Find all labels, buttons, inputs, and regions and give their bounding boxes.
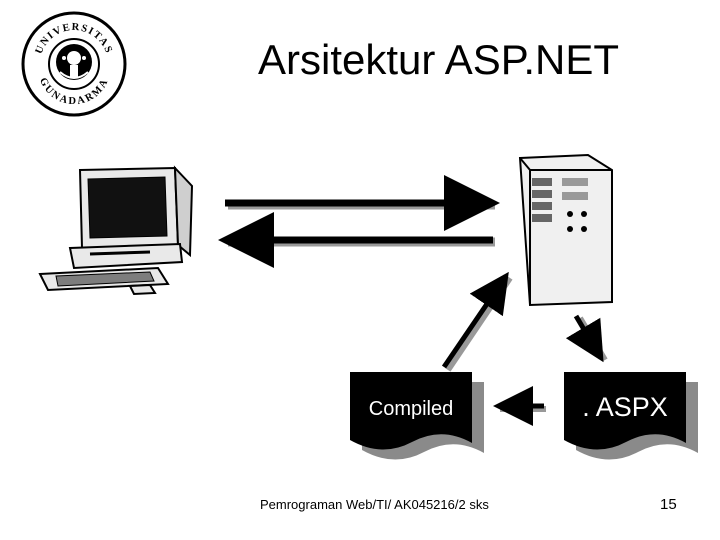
compiled-to-server-arrow xyxy=(441,271,513,372)
slide-title: Arsitektur ASP.NET xyxy=(258,36,620,83)
client-computer-icon xyxy=(38,165,194,296)
logo-emblem xyxy=(56,44,92,80)
response-arrow xyxy=(218,212,495,268)
compiled-document: Compiled xyxy=(350,372,484,460)
page-number: 15 xyxy=(660,496,677,513)
slide-footer: Pemrograman Web/TI/ AK045216/2 sks xyxy=(260,497,489,512)
compiled-label: Compiled xyxy=(369,398,453,420)
aspx-document: . ASPX xyxy=(564,372,698,460)
server-icon xyxy=(518,153,613,307)
request-arrow xyxy=(225,175,500,231)
server-to-aspx-arrow xyxy=(565,314,608,363)
university-logo: UNIVERSITAS GUNADARMA xyxy=(21,11,127,117)
aspx-label: . ASPX xyxy=(582,392,668,422)
aspx-to-compiled-arrow xyxy=(493,386,546,426)
